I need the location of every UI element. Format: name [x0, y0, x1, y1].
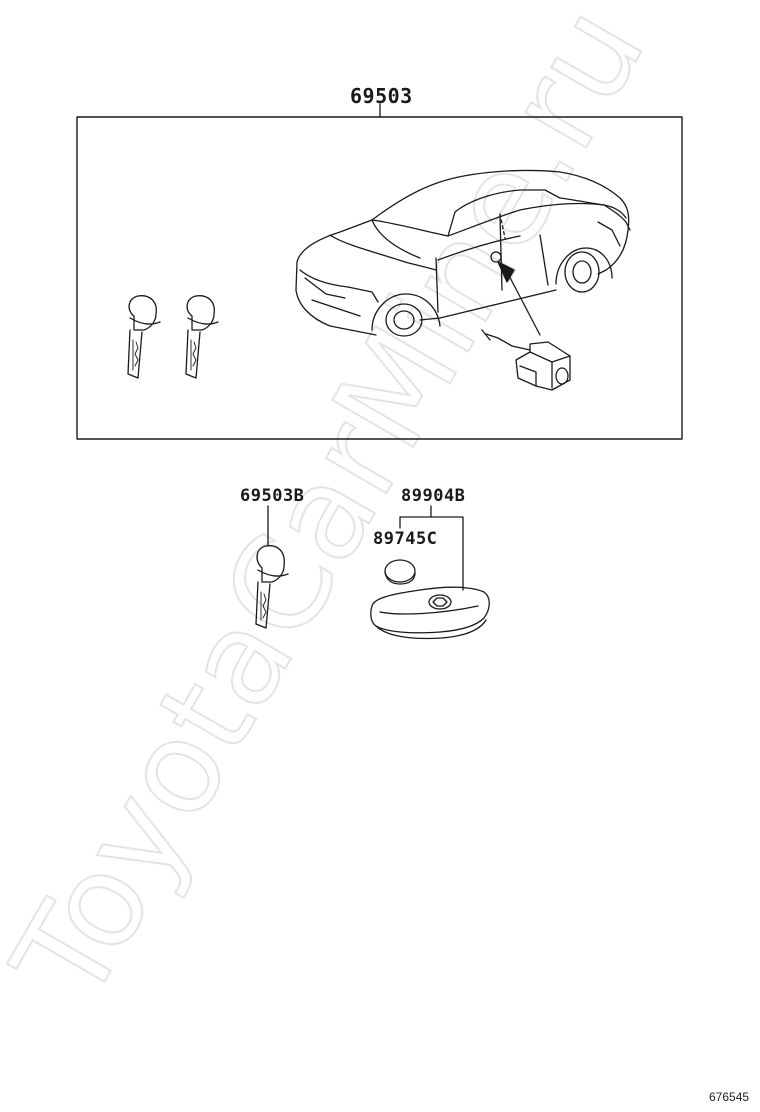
leader-remote-bracket — [399, 505, 464, 591]
car-illustration — [295, 169, 631, 337]
part-number-battery: 89745C — [373, 529, 438, 549]
kit-key-2 — [185, 295, 219, 379]
part-number-main-kit: 69503 — [350, 84, 413, 108]
figure-number: 676545 — [709, 1090, 750, 1104]
door-lock-cylinder — [481, 329, 571, 391]
part-number-remote: 89904B — [401, 486, 466, 506]
remote-key-fob — [370, 586, 490, 640]
part-number-spare-key: 69503B — [240, 486, 305, 506]
battery-coin-cell — [384, 559, 416, 585]
kit-key-1 — [127, 295, 161, 379]
kit-frame — [76, 116, 683, 440]
spare-key — [255, 545, 289, 629]
